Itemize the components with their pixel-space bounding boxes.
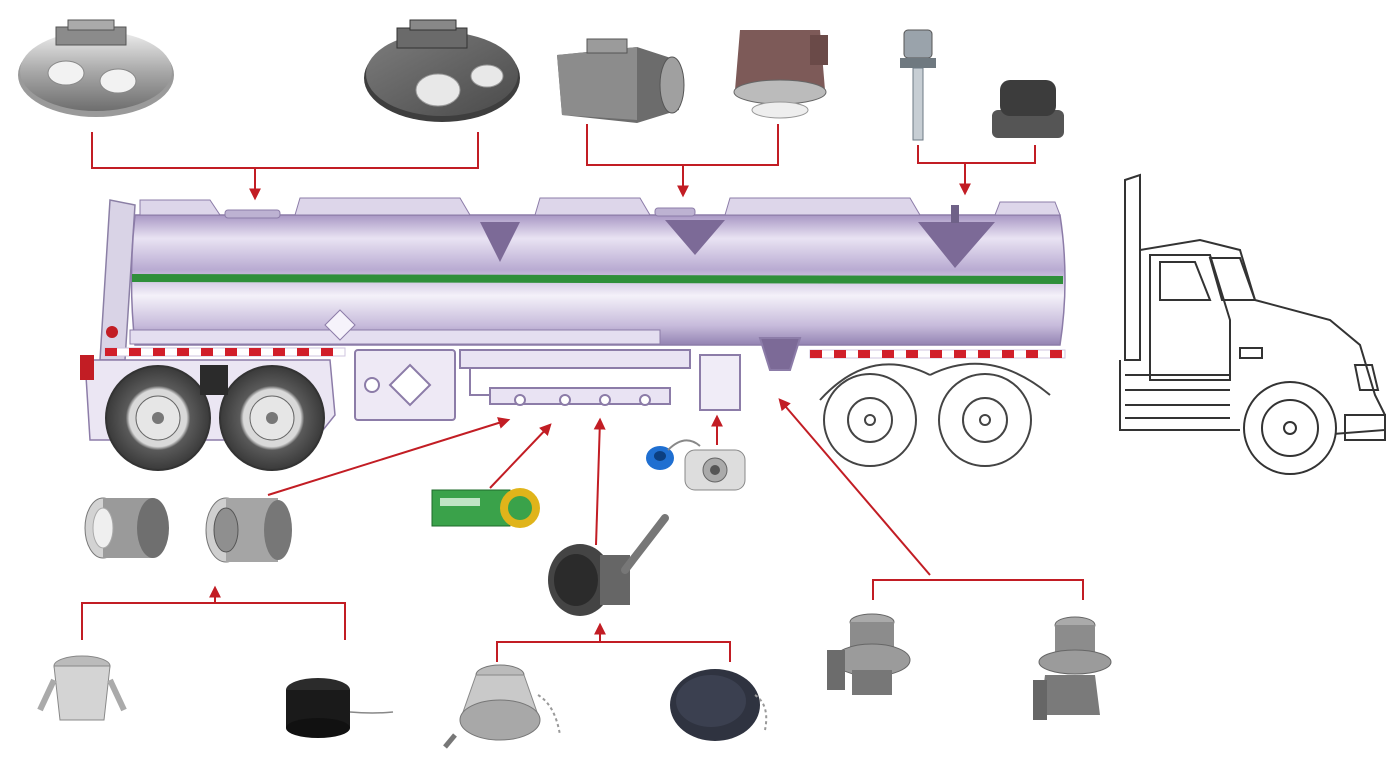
stripe-segment — [297, 348, 309, 356]
manhole-cover-icon — [18, 19, 174, 117]
bottom-valve-icon — [827, 613, 911, 695]
arrow-ball-valve — [593, 417, 606, 546]
arrow-gauge — [489, 423, 552, 489]
bracket-coupler — [81, 602, 346, 640]
bracket-bottom-valves — [872, 579, 1084, 600]
stripe-segment — [834, 350, 846, 358]
stripe-segment — [321, 348, 333, 356]
bracket-adaptor — [496, 641, 731, 662]
compartment-valve-3 — [918, 222, 995, 268]
bottom-valve-icon — [1033, 616, 1112, 720]
reflective-stripe-red — [105, 348, 1062, 358]
cab-window — [1159, 261, 1212, 301]
stripe-segment — [954, 350, 966, 358]
sensor-probe-icon — [900, 29, 936, 141]
compartment-valve-2 — [665, 220, 725, 255]
dust-cap-icon — [286, 678, 394, 738]
cab-wheel — [1243, 381, 1337, 475]
hose-tube — [699, 354, 741, 411]
stripe-segment — [273, 348, 285, 356]
coupling-icon — [84, 497, 169, 559]
bracket-sensors — [917, 145, 1036, 164]
tank-body — [99, 197, 1066, 361]
stripe-segment — [105, 348, 117, 356]
stripe-segment — [906, 350, 918, 358]
arrow-adaptor — [267, 417, 511, 496]
connector-lines — [81, 124, 1084, 662]
stripe-segment — [1026, 350, 1038, 358]
valve-body-icon — [557, 38, 685, 123]
stripe-segment — [882, 350, 894, 358]
tractor-drive-wheels — [819, 362, 1051, 467]
stripe-segment — [810, 350, 822, 358]
side-rail — [129, 329, 661, 345]
bracket-manhole — [91, 132, 479, 169]
stripe-segment — [129, 348, 141, 356]
dust-cap-icon — [646, 439, 701, 470]
manhole-dome-mid — [654, 207, 696, 217]
stripe-segment — [858, 350, 870, 358]
rear-light — [80, 355, 94, 380]
valve-body-icon — [733, 30, 828, 119]
ball-valve-icon — [548, 514, 669, 616]
placard-diamond — [324, 309, 356, 341]
stripe-segment — [978, 350, 990, 358]
trailer-wheels — [80, 355, 336, 471]
manhole-dome-rear — [224, 209, 281, 219]
socket-icon — [684, 449, 746, 491]
coupling-icon — [205, 497, 292, 563]
undercarriage — [354, 337, 802, 421]
arrow-bottom-valve — [778, 398, 931, 576]
stripe-segment — [930, 350, 942, 358]
dust-cap-icon — [670, 669, 768, 741]
manhole-cover-icon — [364, 19, 520, 122]
stripe-segment — [177, 348, 189, 356]
stripe-segment — [225, 348, 237, 356]
sensor-icon — [431, 488, 540, 528]
green-stripe — [132, 274, 1063, 284]
compartment-valve-1 — [480, 222, 520, 262]
bottom-valve-housing — [758, 337, 802, 371]
truck-cab — [1119, 173, 1386, 441]
vent-cap-icon — [992, 80, 1064, 138]
adaptor-icon — [443, 664, 561, 749]
camlock-icon — [37, 655, 127, 721]
stripe-segment — [249, 348, 261, 356]
stripe-segment — [1002, 350, 1014, 358]
rear-lamp — [106, 326, 118, 338]
stripe-segment — [153, 348, 165, 356]
stripe-segment — [1050, 350, 1062, 358]
bracket-valves-top — [586, 124, 779, 166]
exhaust-stack — [1124, 173, 1141, 361]
stripe-segment — [201, 348, 213, 356]
